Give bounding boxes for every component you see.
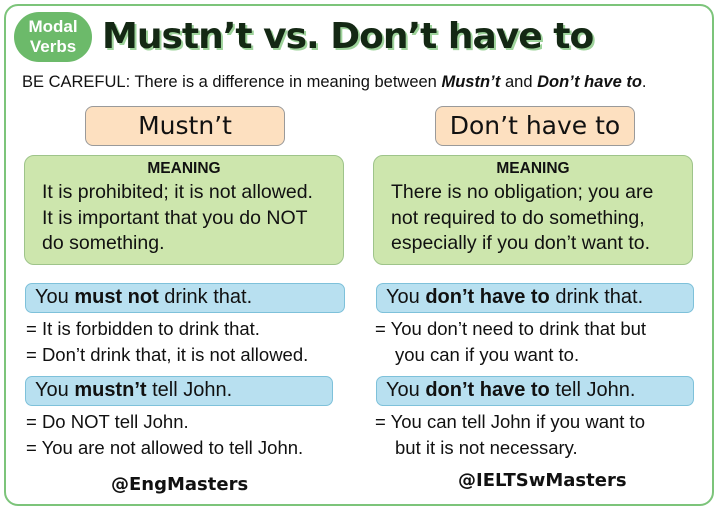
example-pre: You [386, 379, 426, 401]
heading-mustnt: Mustn’t [85, 106, 285, 146]
explanation: = You don’t need to drink that but you c… [375, 316, 646, 368]
explanation-line: but it is not necessary. [395, 437, 578, 458]
example-bold: don’t have to [425, 379, 550, 401]
explanation-line: = Do NOT tell John. [26, 411, 189, 432]
badge-line-2: Verbs [29, 37, 77, 56]
example-sentence: You mustn’t tell John. [25, 376, 333, 406]
careful-term-2: Don’t have to [537, 73, 642, 91]
explanation: = It is forbidden to drink that. = Don’t… [26, 316, 308, 368]
handle-ieltswmasters: @IELTSwMasters [458, 470, 627, 491]
badge-line-1: Modal [28, 17, 78, 36]
careful-middle: and [500, 73, 538, 91]
meaning-line: especially if you don’t want to. [391, 232, 651, 254]
explanation-line: you can if you want to. [395, 344, 580, 365]
example-post: tell John. [146, 379, 233, 401]
careful-term-1: Mustn’t [441, 73, 501, 91]
meaning-box-dont-have-to: MEANING There is no obligation; you are … [373, 155, 693, 265]
explanation: = You can tell John if you want to but i… [375, 409, 645, 461]
explanation-line: = You don’t need to drink that but [375, 318, 647, 339]
example-post: drink that. [549, 286, 644, 308]
meaning-label: MEANING [147, 160, 221, 177]
example-bold: don’t have to [425, 286, 550, 308]
example-post: tell John. [549, 379, 636, 401]
explanation-line: = You can tell John if you want to [375, 411, 645, 432]
careful-note: BE CAREFUL: There is a difference in mea… [22, 72, 712, 92]
handle-engmasters: @EngMasters [111, 474, 249, 495]
example-bold: must not [74, 286, 159, 308]
page-title: Mustn’t vs. Don’t have to [102, 16, 594, 57]
meaning-text: It is prohibited; it is not allowed. It … [25, 178, 343, 257]
example-pre: You [35, 379, 75, 401]
meaning-line: It is important that you do NOT [42, 206, 308, 229]
careful-suffix: . [641, 73, 647, 91]
meaning-label: MEANING [496, 160, 570, 177]
explanation-line: = It is forbidden to drink that. [26, 318, 260, 339]
meaning-box-mustnt: MEANING It is prohibited; it is not allo… [24, 155, 344, 265]
example-pre: You [386, 286, 426, 308]
meaning-line: not required to do something, [391, 206, 645, 229]
meaning-line: There is no obligation; you are [391, 181, 654, 203]
explanation: = Do NOT tell John. = You are not allowe… [26, 409, 303, 461]
example-sentence: You don’t have to tell John. [376, 376, 694, 406]
example-post: drink that. [158, 286, 253, 308]
meaning-line: do something. [42, 232, 165, 254]
modal-verbs-badge: Modal Verbs [14, 12, 92, 62]
heading-dont-have-to: Don’t have to [435, 106, 635, 146]
example-bold: mustn’t [74, 379, 147, 401]
example-sentence: You don’t have to drink that. [376, 283, 694, 313]
example-pre: You [35, 286, 75, 308]
explanation-line: = You are not allowed to tell John. [26, 437, 304, 458]
example-sentence: You must not drink that. [25, 283, 345, 313]
meaning-line: It is prohibited; it is not allowed. [42, 181, 313, 203]
meaning-text: There is no obligation; you are not requ… [374, 178, 692, 257]
explanation-line: = Don’t drink that, it is not allowed. [26, 344, 309, 365]
careful-prefix: BE CAREFUL: There is a difference in mea… [22, 73, 442, 91]
